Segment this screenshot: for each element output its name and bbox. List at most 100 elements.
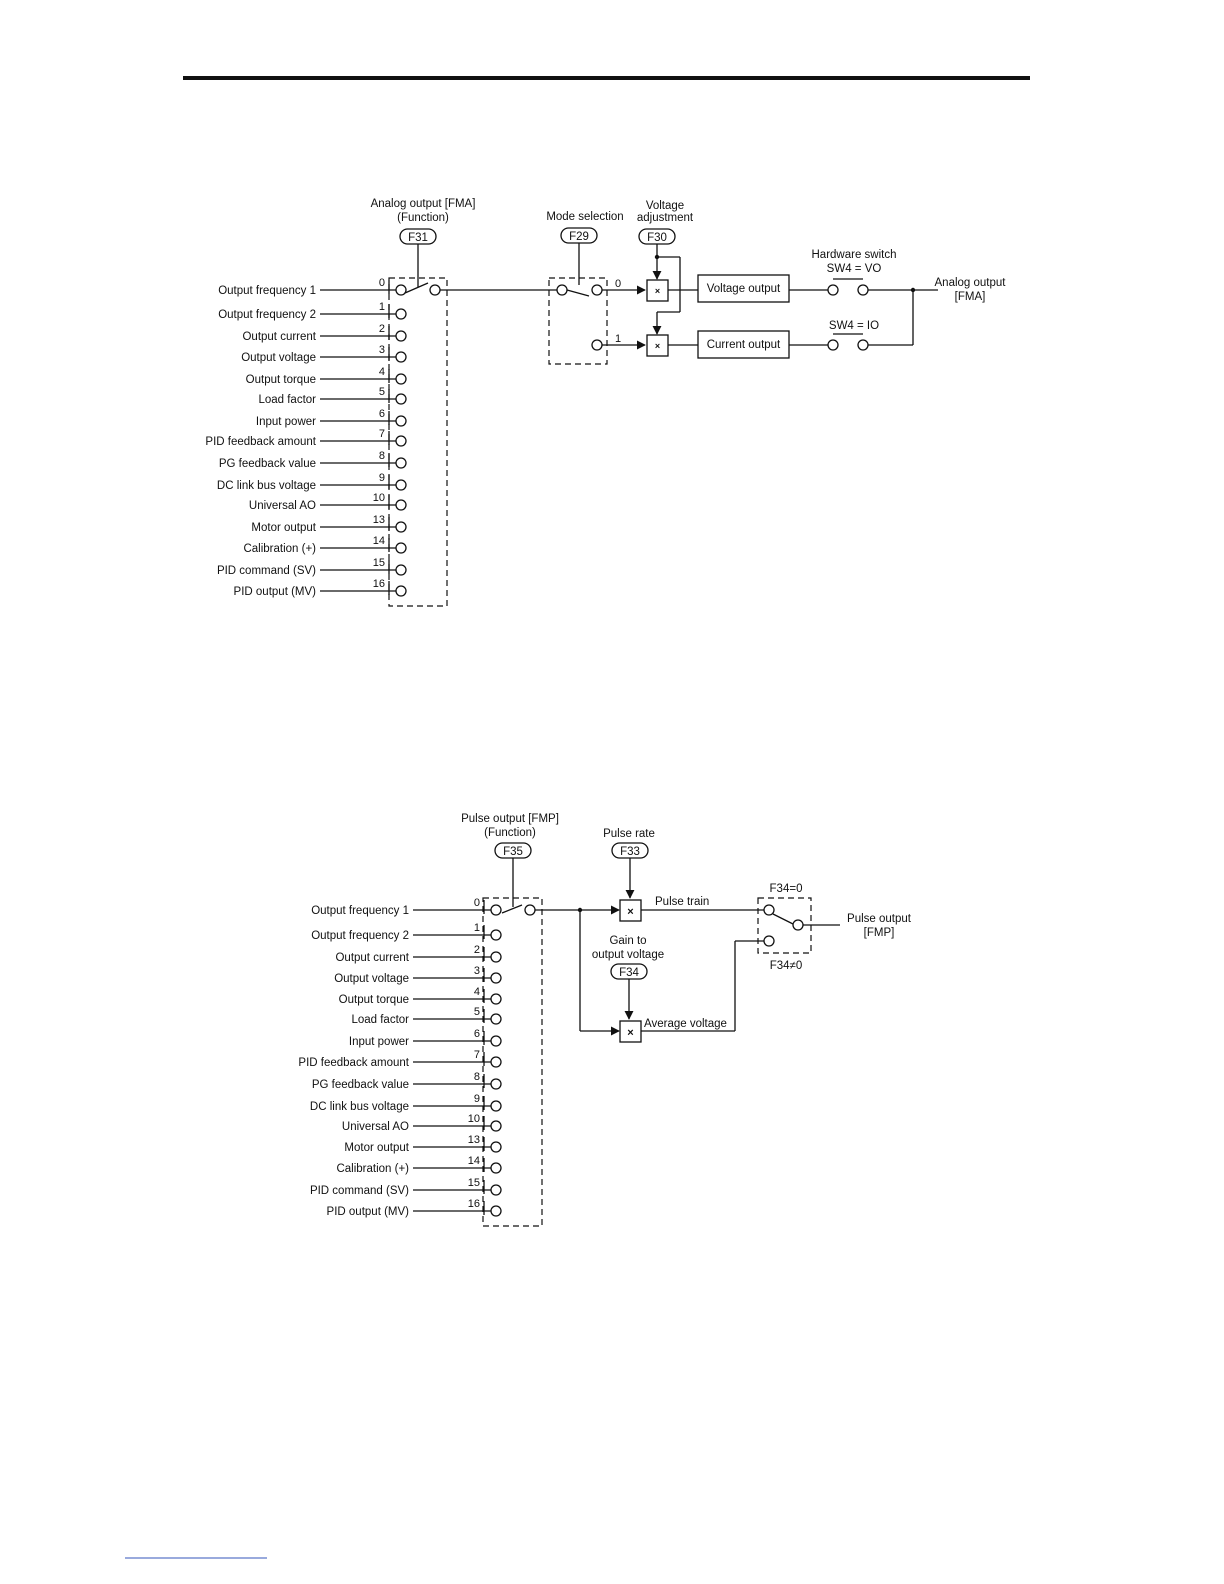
pulse-output-caption-2: [FMP] — [864, 927, 895, 939]
analog_diagram-input-terminal-2 — [395, 330, 407, 342]
analog_diagram-input-code-3: 3 — [379, 344, 385, 356]
analog_diagram-input-code-16: 16 — [373, 578, 385, 590]
analog_diagram-input-code-10: 10 — [373, 492, 385, 504]
analog_diagram-input-terminal-16 — [395, 585, 407, 597]
average-voltage-label: Average voltage — [644, 1018, 727, 1030]
mode-option-1: 1 — [615, 333, 621, 345]
pulse-function-caption-2: (Function) — [484, 827, 536, 839]
analog_diagram-input-terminal-5 — [395, 393, 407, 405]
sw4-io-terminal-b — [857, 339, 869, 351]
f34-terminal-pulse — [763, 904, 775, 916]
pulse_diagram-input-terminal-1 — [490, 929, 502, 941]
voltage-adjustment-caption-1: Voltage — [646, 200, 684, 212]
mode-option-0: 0 — [615, 278, 621, 290]
analog_diagram-input-label-1: Output frequency 2 — [218, 309, 316, 321]
pulse_diagram-input-label-5: Load factor — [351, 1014, 409, 1026]
pulse_diagram-input-code-13: 13 — [468, 1134, 480, 1146]
voltage-output-label: Voltage output — [707, 283, 781, 295]
pulse_diagram-input-terminal-9 — [490, 1100, 502, 1112]
sw4-vo-label: SW4 = VO — [827, 263, 882, 275]
analog_diagram-input-code-0: 0 — [379, 277, 385, 289]
f31-output-terminal — [429, 284, 441, 296]
sw4-io-label: SW4 = IO — [829, 320, 879, 332]
pulse_diagram-input-terminal-2 — [490, 951, 502, 963]
analog_diagram-input-label-16: PID output (MV) — [234, 586, 317, 598]
analog_diagram-input-terminal-4 — [395, 373, 407, 385]
analog_diagram-input-label-10: Universal AO — [249, 500, 316, 512]
pulse_diagram-input-terminal-4 — [490, 993, 502, 1005]
analog_diagram-input-code-14: 14 — [373, 535, 385, 547]
voltage-adjustment-caption-2: adjustment — [637, 212, 694, 224]
analog_diagram-input-code-4: 4 — [379, 366, 385, 378]
analog_diagram-input-terminal-6 — [395, 415, 407, 427]
fma-junction — [910, 287, 916, 293]
f35-code-text: F35 — [503, 846, 523, 858]
analog_diagram-input-code-9: 9 — [379, 472, 385, 484]
pulse-train-multiplier-symbol: × — [627, 906, 633, 918]
f34-output-terminal — [792, 919, 804, 931]
pulse_diagram-input-terminal-13 — [490, 1141, 502, 1153]
pulse_diagram-input-label-16: PID output (MV) — [327, 1206, 410, 1218]
average-voltage-multiplier-symbol: × — [627, 1027, 633, 1039]
analog-output-caption-2: [FMA] — [955, 291, 986, 303]
f31-code-text: F31 — [408, 232, 428, 244]
pulse_diagram-input-terminal-0 — [490, 904, 502, 916]
f34-code-text: F34 — [619, 967, 639, 979]
sw4-io-terminal-a — [827, 339, 839, 351]
f29-selector-box — [548, 277, 608, 365]
analog_diagram-input-terminal-1 — [395, 308, 407, 320]
gain-caption-1: Gain to — [609, 935, 646, 947]
pulse_diagram-input-code-10: 10 — [468, 1113, 480, 1125]
pulse_diagram-input-terminal-5 — [490, 1013, 502, 1025]
pulse_diagram-input-label-2: Output current — [335, 952, 409, 964]
f34-nonzero-label: F34≠0 — [770, 960, 803, 972]
analog_diagram-input-label-4: Output torque — [246, 374, 316, 386]
pulse-rate-caption: Pulse rate — [603, 828, 655, 840]
pulse_diagram-input-label-4: Output torque — [339, 994, 409, 1006]
analog_diagram-input-code-7: 7 — [379, 428, 385, 440]
analog_diagram-input-code-1: 1 — [379, 301, 385, 313]
analog_diagram-input-code-8: 8 — [379, 450, 385, 462]
analog_diagram-input-label-6: Input power — [256, 416, 316, 428]
analog-function-caption-2: (Function) — [397, 212, 449, 224]
voltage-output-box — [697, 274, 790, 303]
sw4-vo-terminal-a — [827, 284, 839, 296]
pulse_diagram-input-label-6: Input power — [349, 1036, 409, 1048]
pulse_diagram-input-terminal-7 — [490, 1056, 502, 1068]
mode-selection-caption: Mode selection — [546, 211, 623, 223]
pulse_diagram-input-terminal-3 — [490, 972, 502, 984]
pulse_diagram-input-label-13: Motor output — [344, 1142, 409, 1154]
analog_diagram-input-label-15: PID command (SV) — [217, 565, 316, 577]
f29-code-text: F29 — [569, 231, 589, 243]
pulse_diagram-input-label-0: Output frequency 1 — [311, 905, 409, 917]
pulse_diagram-input-terminal-10 — [490, 1120, 502, 1132]
pulse_diagram-input-code-16: 16 — [468, 1198, 480, 1210]
f30-code-text: F30 — [647, 232, 667, 244]
pulse_diagram-input-label-14: Calibration (+) — [336, 1163, 409, 1175]
pulse_diagram-input-code-3: 3 — [474, 965, 480, 977]
analog_diagram-input-terminal-14 — [395, 542, 407, 554]
analog_diagram-input-code-15: 15 — [373, 557, 385, 569]
analog_diagram-input-code-2: 2 — [379, 323, 385, 335]
analog_diagram-input-terminal-7 — [395, 435, 407, 447]
analog_diagram-input-code-5: 5 — [379, 386, 385, 398]
f34-zero-label: F34=0 — [770, 883, 803, 895]
pulse_diagram-input-label-1: Output frequency 2 — [311, 930, 409, 942]
pulse_diagram-input-code-14: 14 — [468, 1155, 480, 1167]
pulse_diagram-input-code-9: 9 — [474, 1093, 480, 1105]
analog-output-diagram: Analog output [FMA] (Function) F31 Outpu… — [205, 198, 1006, 607]
analog_diagram-input-label-7: PID feedback amount — [205, 436, 316, 448]
pulse-function-caption-1: Pulse output [FMP] — [461, 813, 559, 825]
pulse-train-label: Pulse train — [655, 896, 709, 908]
analog_diagram-input-label-2: Output current — [242, 331, 316, 343]
current-output-label: Current output — [707, 339, 781, 351]
analog_diagram-input-terminal-3 — [395, 351, 407, 363]
pulse_diagram-input-label-15: PID command (SV) — [310, 1185, 409, 1197]
analog_diagram-input-terminal-8 — [395, 457, 407, 469]
pulse-output-diagram: Pulse output [FMP] (Function) F35 Output… — [298, 813, 912, 1227]
f33-code-text: F33 — [620, 846, 640, 858]
f34-switch-arm — [772, 913, 794, 925]
pulse_diagram-input-terminal-16 — [490, 1205, 502, 1217]
